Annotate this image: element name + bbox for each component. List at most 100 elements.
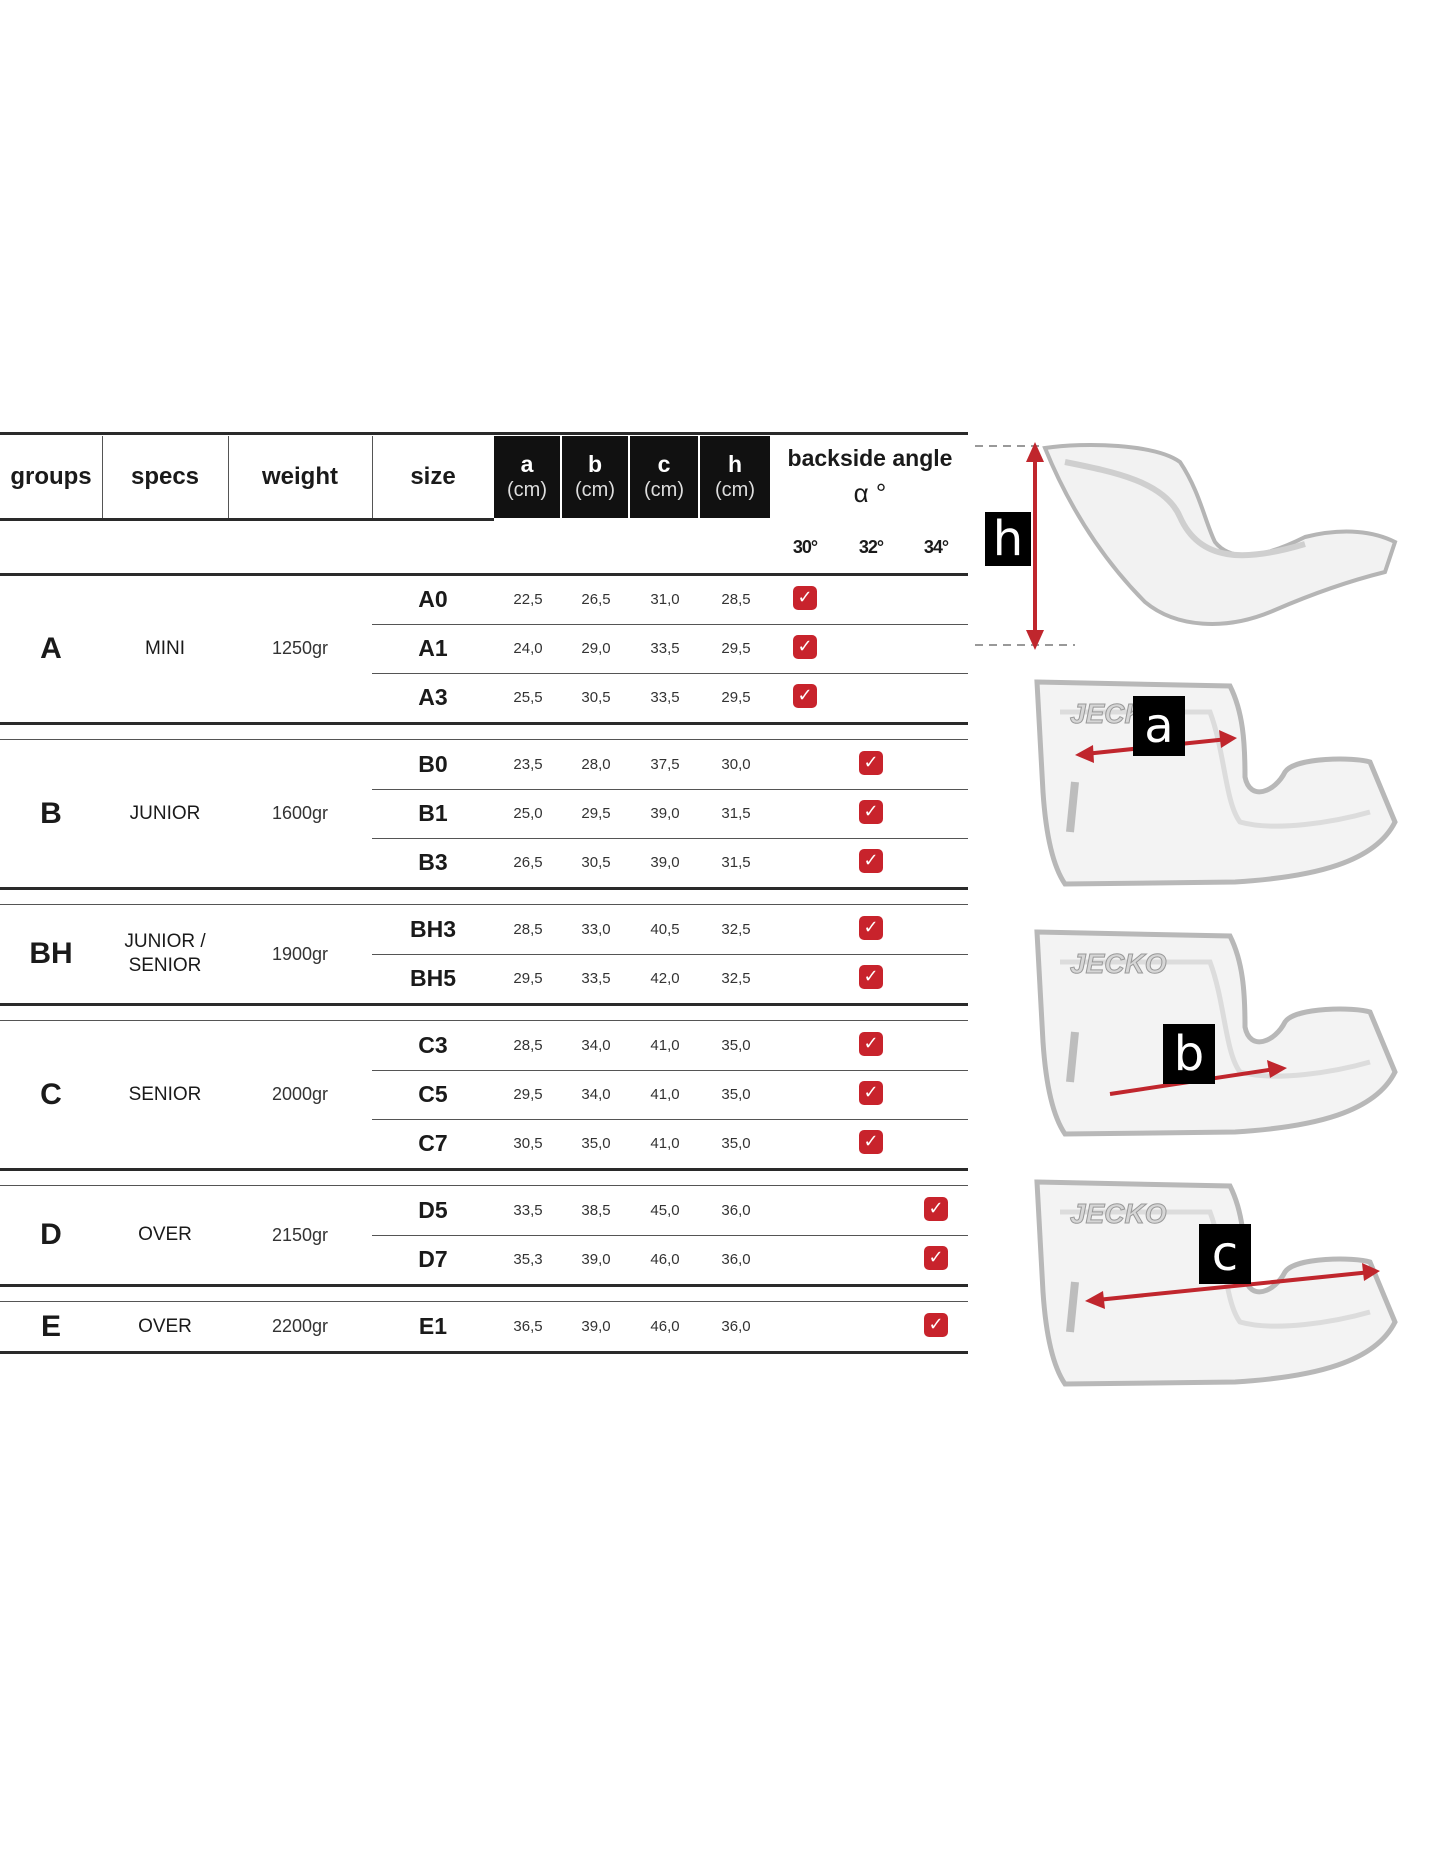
seat-width-a-diagram [1034,679,1398,887]
size-code: C7 [418,1130,448,1156]
table-divider [372,838,968,839]
group-label: E [40,1309,61,1343]
size-code: D5 [418,1197,448,1223]
dim-c-value: 41,0 [650,1037,680,1054]
angle-check-icon: ✓ [793,634,817,659]
group-label: A [40,631,62,665]
spec-label: SENIOR [128,1083,202,1105]
dim-c-value: 41,0 [650,1086,680,1103]
header-angle-0: 30° [792,536,818,557]
header-specs: specs [130,463,200,490]
jecko-logo: JECKO [1069,948,1167,980]
size-code: A1 [418,635,448,661]
weight-value: 2150gr [271,1224,329,1245]
header-angle-1: 32° [858,536,884,557]
table-divider [372,673,968,674]
header-dim-c: c(cm) [630,436,698,518]
size-code: BH3 [409,916,456,942]
size-code: A0 [418,586,448,612]
dim-a-value: 28,5 [513,921,543,938]
size-code: B1 [418,800,448,826]
dim-h-value: 31,5 [721,805,751,822]
dim-a-value: 22,5 [513,591,543,608]
size-code: B3 [418,849,448,875]
size-code: B0 [418,751,448,777]
dim-a-value: 23,5 [513,756,543,773]
angle-check-icon: ✓ [859,1129,883,1154]
dim-c-value: 39,0 [650,854,680,871]
size-code: C3 [418,1032,448,1058]
group-label: C [40,1077,62,1111]
dim-b-value: 33,0 [581,921,611,938]
dim-b-value: 26,5 [581,591,611,608]
dim-b-value: 30,5 [581,689,611,706]
weight-value: 2000gr [271,1084,329,1104]
size-code: D7 [418,1246,448,1272]
dim-b-value: 35,0 [581,1135,611,1152]
table-divider [0,1003,968,1006]
header-backside-angle: backside angle [787,444,953,471]
group-label: D [40,1218,62,1251]
dim-c-value: 37,5 [650,756,680,773]
dim-b-value: 39,0 [581,1251,611,1268]
angle-check-icon: ✓ [924,1196,948,1221]
column-divider [102,436,103,518]
dim-unit: (cm) [507,479,547,501]
angle-check-icon: ✓ [924,1245,948,1270]
dim-c-value: 39,0 [650,805,680,822]
column-divider [372,436,373,518]
angle-check-icon: ✓ [859,915,883,940]
angle-check-icon: ✓ [859,848,883,873]
dim-a-value: 35,3 [513,1251,543,1268]
angle-check-icon: ✓ [859,1080,883,1105]
table-divider [0,739,968,740]
dim-unit: (cm) [715,479,755,501]
header-angle-2: 34° [923,536,949,557]
dim-a-value: 30,5 [513,1135,543,1152]
dim-c-value: 33,5 [650,689,680,706]
dim-a-value: 29,5 [513,1086,543,1103]
dim-h-value: 36,0 [721,1251,751,1268]
angle-check-icon: ✓ [859,964,883,989]
spec-label: JUNIOR / SENIOR [124,931,206,976]
dim-c-value: 46,0 [650,1251,680,1268]
angle-check-icon: ✓ [859,750,883,775]
size-code: A3 [418,684,448,710]
spec-label: OVER [138,1315,192,1337]
seat-length-c-diagram [1034,1179,1398,1387]
table-divider [372,789,968,790]
dim-letter: b [587,451,603,477]
spec-label: OVER [138,1224,192,1245]
size-code: BH5 [409,965,456,991]
dim-b-value: 28,0 [581,756,611,773]
c-dimension-label: c [1199,1224,1251,1284]
dim-h-value: 30,0 [721,756,751,773]
spec-label: JUNIOR [129,802,201,824]
angle-check-icon: ✓ [793,683,817,708]
dim-c-value: 41,0 [650,1135,680,1152]
table-divider [372,624,968,625]
header-dim-b: b(cm) [562,436,628,518]
header-dim-a: a(cm) [494,436,560,518]
dim-letter: c [657,451,671,477]
weight-value: 1600gr [271,803,329,823]
header-groups: groups [10,463,92,490]
dim-h-value: 32,5 [721,970,751,987]
table-divider [0,573,968,576]
table-divider [0,722,968,725]
dim-h-value: 36,0 [721,1202,751,1219]
dim-c-value: 45,0 [650,1202,680,1219]
seat-depth-b-diagram [1034,929,1398,1137]
dim-h-value: 28,5 [721,591,751,608]
dim-a-value: 25,0 [513,805,543,822]
dim-h-value: 35,0 [721,1086,751,1103]
table-divider [0,1351,968,1354]
h-dimension-label: h [985,511,1031,567]
table-divider [372,1070,968,1071]
dim-a-value: 24,0 [513,640,543,657]
dim-b-value: 39,0 [581,1318,611,1335]
dim-h-value: 29,5 [721,689,751,706]
b-dimension-label: b [1163,1024,1215,1084]
group-label: BH [29,937,73,970]
dim-unit: (cm) [644,479,684,501]
